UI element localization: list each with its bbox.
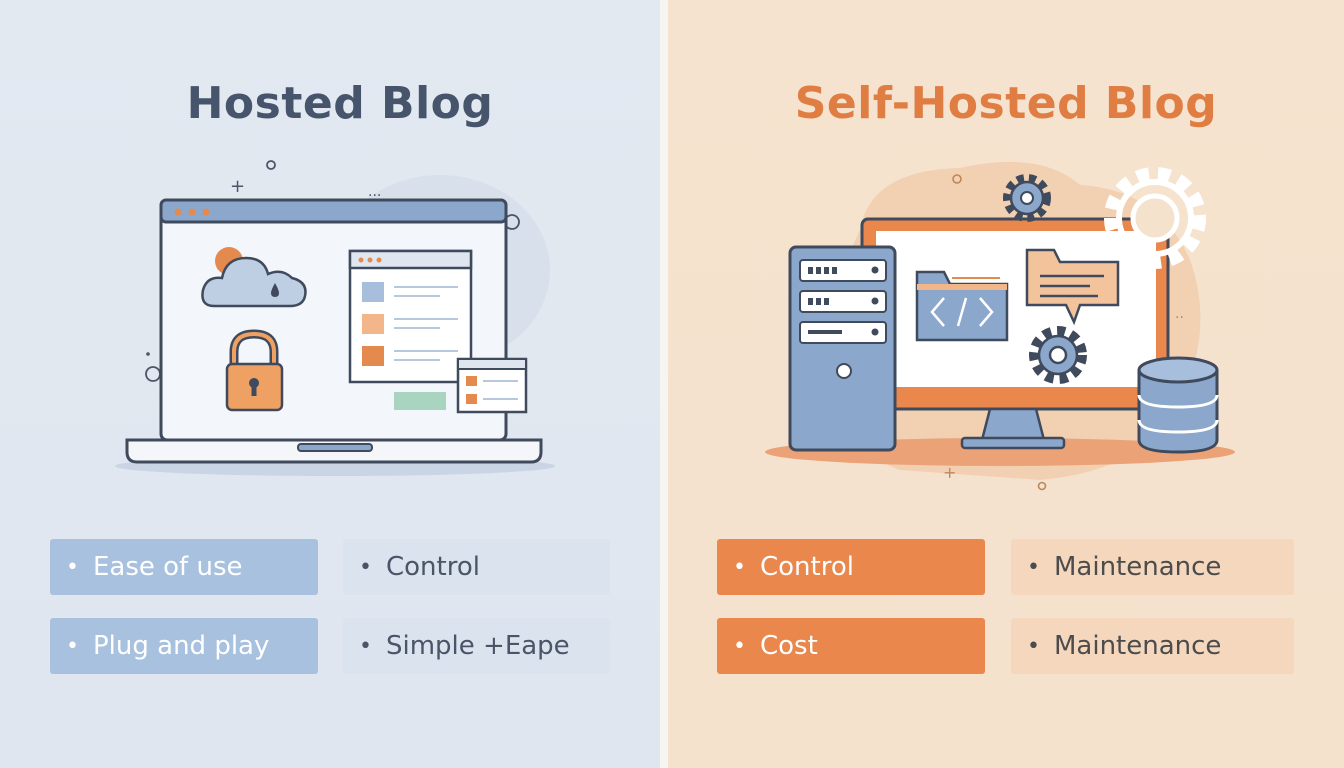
bullet-icon: • bbox=[733, 633, 746, 659]
bullet-icon: • bbox=[1027, 633, 1040, 659]
tag-label: Ease of use bbox=[92, 552, 243, 582]
hosted-blog-title: Hosted Blog bbox=[186, 78, 494, 129]
bullet-icon: • bbox=[1027, 554, 1040, 580]
tag-ease-of-use: • Ease of use bbox=[50, 539, 318, 595]
bullet-icon: • bbox=[359, 633, 372, 659]
tag-maintenance: • Maintenance bbox=[1011, 539, 1294, 595]
tag-plug-and-play: • Plug and play bbox=[50, 618, 318, 674]
bullet-icon: • bbox=[733, 554, 746, 580]
tag-cost: • Cost bbox=[717, 618, 985, 674]
panel-divider bbox=[660, 0, 668, 768]
browser-window-icon bbox=[348, 249, 473, 384]
tag-label: Maintenance bbox=[1053, 552, 1222, 582]
lock-icon bbox=[225, 329, 284, 412]
tag-label: Maintenance bbox=[1053, 631, 1222, 661]
tag-label: Plug and play bbox=[92, 631, 270, 661]
self-hosted-blog-title: Self-Hosted Blog bbox=[794, 78, 1218, 129]
bullet-icon: • bbox=[66, 554, 79, 580]
svg-text:+: + bbox=[943, 463, 956, 482]
server-tower-icon bbox=[788, 245, 897, 452]
tag-control: • Control bbox=[343, 539, 610, 595]
document-icon bbox=[383, 357, 528, 420]
tag-label: Control bbox=[759, 552, 854, 582]
svg-text:...: ... bbox=[368, 184, 381, 200]
code-folder-icon bbox=[915, 270, 1009, 342]
svg-text:..: .. bbox=[1175, 306, 1184, 322]
svg-text:+: + bbox=[230, 176, 245, 197]
gear-icon bbox=[1003, 167, 1206, 384]
tag-label: Cost bbox=[759, 631, 818, 661]
tag-simple: • Simple +Eape bbox=[343, 618, 610, 674]
cloud-icon bbox=[201, 247, 307, 308]
tag-control: • Control bbox=[717, 539, 985, 595]
tag-maintenance: • Maintenance bbox=[1011, 618, 1294, 674]
bullet-icon: • bbox=[66, 633, 79, 659]
laptop-icon: + ... ... bbox=[115, 160, 555, 476]
tag-label: Control bbox=[385, 552, 480, 582]
tag-label: Simple +Eape bbox=[385, 631, 570, 661]
chat-folder-icon bbox=[1025, 248, 1120, 326]
database-icon bbox=[1137, 356, 1219, 454]
bullet-icon: • bbox=[359, 554, 372, 580]
